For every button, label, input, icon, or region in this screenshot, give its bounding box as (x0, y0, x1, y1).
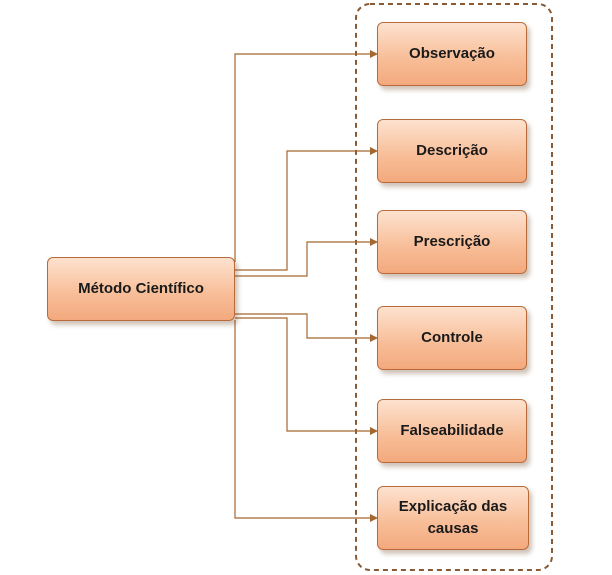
node-controle-label: Controle (421, 329, 483, 346)
connector-descricao (235, 147, 378, 271)
node-explicacao-das-causas: Explicação das causas (377, 486, 529, 550)
node-falseabilidade-label: Falseabilidade (400, 422, 504, 439)
connector-explicacao-das-causas (234, 320, 378, 522)
node-explicacao-das-causas-label: Explicação das causas (398, 498, 508, 537)
connector-observacao (234, 50, 378, 262)
group-frame (355, 3, 553, 571)
node-observacao: Observação (377, 22, 527, 86)
node-controle: Controle (377, 306, 527, 370)
connector-prescricao (235, 238, 378, 277)
connector-controle (235, 313, 378, 342)
connectors-group (234, 50, 378, 522)
root-node-label: Método Científico (78, 280, 204, 297)
node-descricao-label: Descrição (416, 142, 488, 159)
root-node-metodo-cientifico: Método Científico (47, 257, 235, 321)
node-observacao-label: Observação (409, 45, 495, 62)
node-prescricao-label: Prescrição (413, 233, 491, 250)
node-descricao: Descrição (377, 119, 527, 183)
node-falseabilidade: Falseabilidade (377, 399, 527, 463)
connector-falseabilidade (235, 317, 378, 435)
node-prescricao: Prescrição (377, 210, 527, 274)
